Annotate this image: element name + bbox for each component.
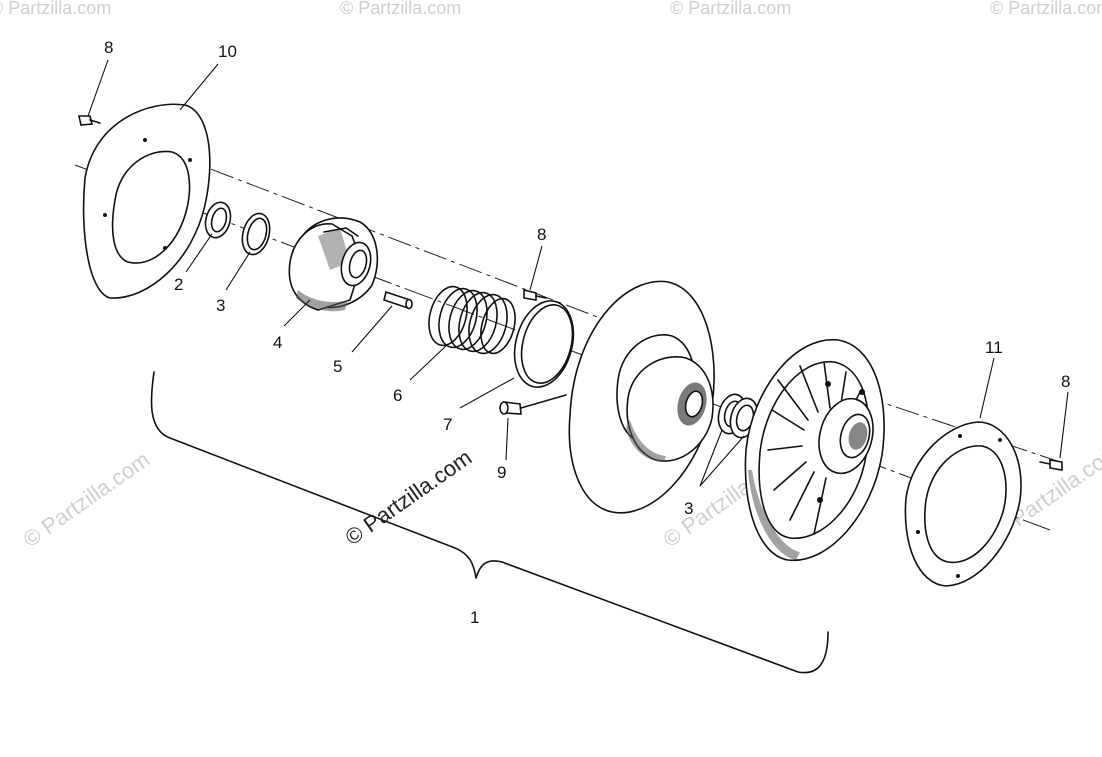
callout-8-center: 8 — [537, 225, 546, 244]
callout-1-assembly: 1 — [470, 608, 479, 627]
bolt-center — [523, 288, 547, 301]
outer-cover-left — [82, 103, 211, 299]
faint-watermark: © Partzilla.com — [340, 0, 461, 18]
callout-3-left: 3 — [216, 296, 225, 315]
washer-left — [241, 212, 271, 256]
bolt-top-left — [78, 115, 101, 126]
callout-2: 2 — [174, 275, 183, 294]
callouts: 8 10 2 3 4 5 6 7 8 9 3 11 8 1 — [104, 38, 1070, 627]
faint-watermark: © Partzilla.com — [19, 447, 155, 553]
retainer-ring — [513, 300, 575, 388]
callout-10: 10 — [218, 42, 237, 61]
screw — [499, 394, 567, 415]
callout-8-right: 8 — [1061, 372, 1070, 391]
bolt-right — [1039, 459, 1063, 471]
faint-watermark: © Partzilla.com — [670, 0, 791, 18]
faint-watermark: © Partzilla.com — [0, 0, 111, 18]
callout-7: 7 — [443, 415, 452, 434]
faint-watermark: © Partzilla.com — [990, 0, 1102, 18]
callout-6: 6 — [393, 386, 402, 405]
assembly-bracket — [150, 371, 829, 674]
pin — [383, 290, 413, 310]
driven-sheave — [568, 280, 715, 514]
callout-11: 11 — [985, 338, 1003, 357]
snap-ring — [204, 201, 232, 239]
callout-8-top-left: 8 — [104, 38, 113, 57]
spring — [428, 285, 516, 355]
leader-lines — [87, 59, 1069, 487]
callout-9: 9 — [497, 463, 506, 482]
main-watermark: © Partzilla.com — [341, 445, 477, 551]
callout-5: 5 — [333, 357, 342, 376]
outer-cover-right — [904, 421, 1022, 587]
cam-helix — [288, 217, 379, 312]
callout-4: 4 — [273, 333, 282, 352]
moveable-sheave — [744, 339, 885, 561]
callout-3-bearings: 3 — [684, 499, 693, 518]
